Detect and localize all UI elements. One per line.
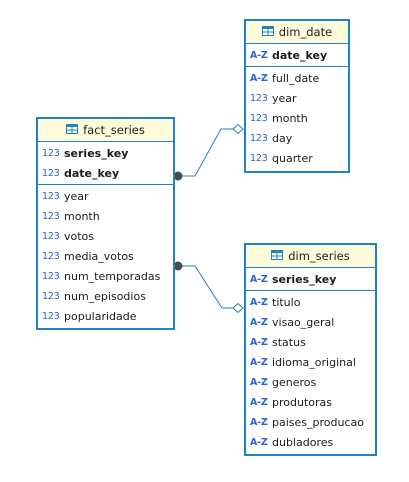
column-row[interactable]: 123 quarter [246, 148, 348, 168]
text-type-icon: A-Z [250, 416, 268, 428]
table-icon [66, 123, 79, 137]
column-row[interactable]: A-Z produtoras [246, 392, 375, 412]
text-type-icon: A-Z [250, 436, 268, 448]
numeric-type-icon: 123 [42, 147, 60, 159]
key-section: A-Z series_key [246, 268, 375, 291]
table-header[interactable]: dim_series [246, 245, 375, 268]
column-section: A-Z full_date 123 year 123 month 123 day 123 quar… [246, 67, 348, 169]
column-name: year [64, 189, 89, 203]
table-icon [261, 25, 274, 39]
numeric-type-icon: 123 [42, 310, 60, 322]
column-name: num_temporadas [64, 269, 161, 283]
text-type-icon: A-Z [250, 72, 268, 84]
column-row[interactable]: 123 num_episodios [38, 286, 173, 306]
numeric-type-icon: 123 [42, 290, 60, 302]
text-type-icon: A-Z [250, 49, 268, 61]
column-name: num_episodios [64, 289, 146, 303]
column-name: generos [272, 375, 317, 389]
column-name: day [272, 131, 293, 145]
column-row[interactable]: A-Z paises_producao [246, 412, 375, 432]
numeric-type-icon: 123 [250, 92, 268, 104]
column-name: dubladores [272, 435, 334, 449]
numeric-type-icon: 123 [42, 270, 60, 282]
numeric-type-icon: 123 [42, 167, 60, 179]
column-name: full_date [272, 71, 320, 85]
numeric-type-icon: 123 [42, 230, 60, 242]
column-name: month [64, 209, 100, 223]
column-row[interactable]: 123 votos [38, 226, 173, 246]
column-name: month [272, 111, 308, 125]
table-icon [271, 249, 284, 263]
numeric-type-icon: 123 [250, 112, 268, 124]
table-header[interactable]: dim_date [246, 21, 348, 44]
table-fact-series[interactable]: fact_series 123 series_key 123 date_key 123… [36, 117, 175, 330]
column-name: status [272, 335, 306, 349]
relationship-fact-series-dim-series[interactable] [173, 261, 244, 314]
text-type-icon: A-Z [250, 273, 268, 285]
numeric-type-icon: 123 [250, 132, 268, 144]
column-name: date_key [272, 48, 328, 62]
column-row[interactable]: A-Z dubladores [246, 432, 375, 452]
text-type-icon: A-Z [250, 316, 268, 328]
column-name: series_key [64, 146, 129, 160]
text-type-icon: A-Z [250, 336, 268, 348]
column-row[interactable]: A-Z full_date [246, 68, 348, 88]
column-name: media_votos [64, 249, 134, 263]
key-column-row[interactable]: A-Z date_key [246, 45, 348, 65]
column-name: date_key [64, 166, 120, 180]
key-section: 123 series_key 123 date_key [38, 142, 173, 185]
column-row[interactable]: 123 popularidade [38, 306, 173, 326]
numeric-type-icon: 123 [42, 210, 60, 222]
column-name: paises_producao [272, 415, 364, 429]
table-title: dim_date [278, 25, 333, 39]
table-dim-date[interactable]: dim_date A-Z date_key A-Z full_date 123 year… [244, 19, 350, 173]
column-name: votos [64, 229, 95, 243]
key-section: A-Z date_key [246, 44, 348, 67]
column-name: quarter [272, 151, 313, 165]
numeric-type-icon: 123 [250, 152, 268, 164]
numeric-type-icon: 123 [42, 190, 60, 202]
column-name: idioma_original [272, 355, 356, 369]
text-type-icon: A-Z [250, 296, 268, 308]
column-row[interactable]: 123 year [246, 88, 348, 108]
connector-line-date[interactable] [179, 128, 238, 177]
connector-line-series[interactable] [179, 265, 238, 309]
relationship-fact-series-dim-date[interactable] [173, 123, 244, 181]
text-type-icon: A-Z [250, 356, 268, 368]
column-row[interactable]: 123 year [38, 186, 173, 206]
table-header[interactable]: fact_series [38, 119, 173, 142]
column-row[interactable]: A-Z generos [246, 372, 375, 392]
table-title: fact_series [83, 123, 145, 137]
column-row[interactable]: 123 num_temporadas [38, 266, 173, 286]
column-row[interactable]: 123 month [246, 108, 348, 128]
column-name: titulo [272, 295, 301, 309]
column-row[interactable]: A-Z idioma_original [246, 352, 375, 372]
text-type-icon: A-Z [250, 396, 268, 408]
key-column-row[interactable]: 123 date_key [38, 163, 173, 183]
key-column-row[interactable]: A-Z series_key [246, 269, 375, 289]
column-row[interactable]: 123 day [246, 128, 348, 148]
text-type-icon: A-Z [250, 376, 268, 388]
column-name: produtoras [272, 395, 332, 409]
column-row[interactable]: A-Z status [246, 332, 375, 352]
column-name: series_key [272, 272, 337, 286]
numeric-type-icon: 123 [42, 250, 60, 262]
column-name: year [272, 91, 297, 105]
key-column-row[interactable]: 123 series_key [38, 143, 173, 163]
column-row[interactable]: 123 month [38, 206, 173, 226]
column-row[interactable]: A-Z titulo [246, 292, 375, 312]
column-name: visao_geral [272, 315, 335, 329]
column-row[interactable]: A-Z visao_geral [246, 312, 375, 332]
table-title: dim_series [288, 249, 350, 263]
column-name: popularidade [64, 309, 137, 323]
column-row[interactable]: 123 media_votos [38, 246, 173, 266]
